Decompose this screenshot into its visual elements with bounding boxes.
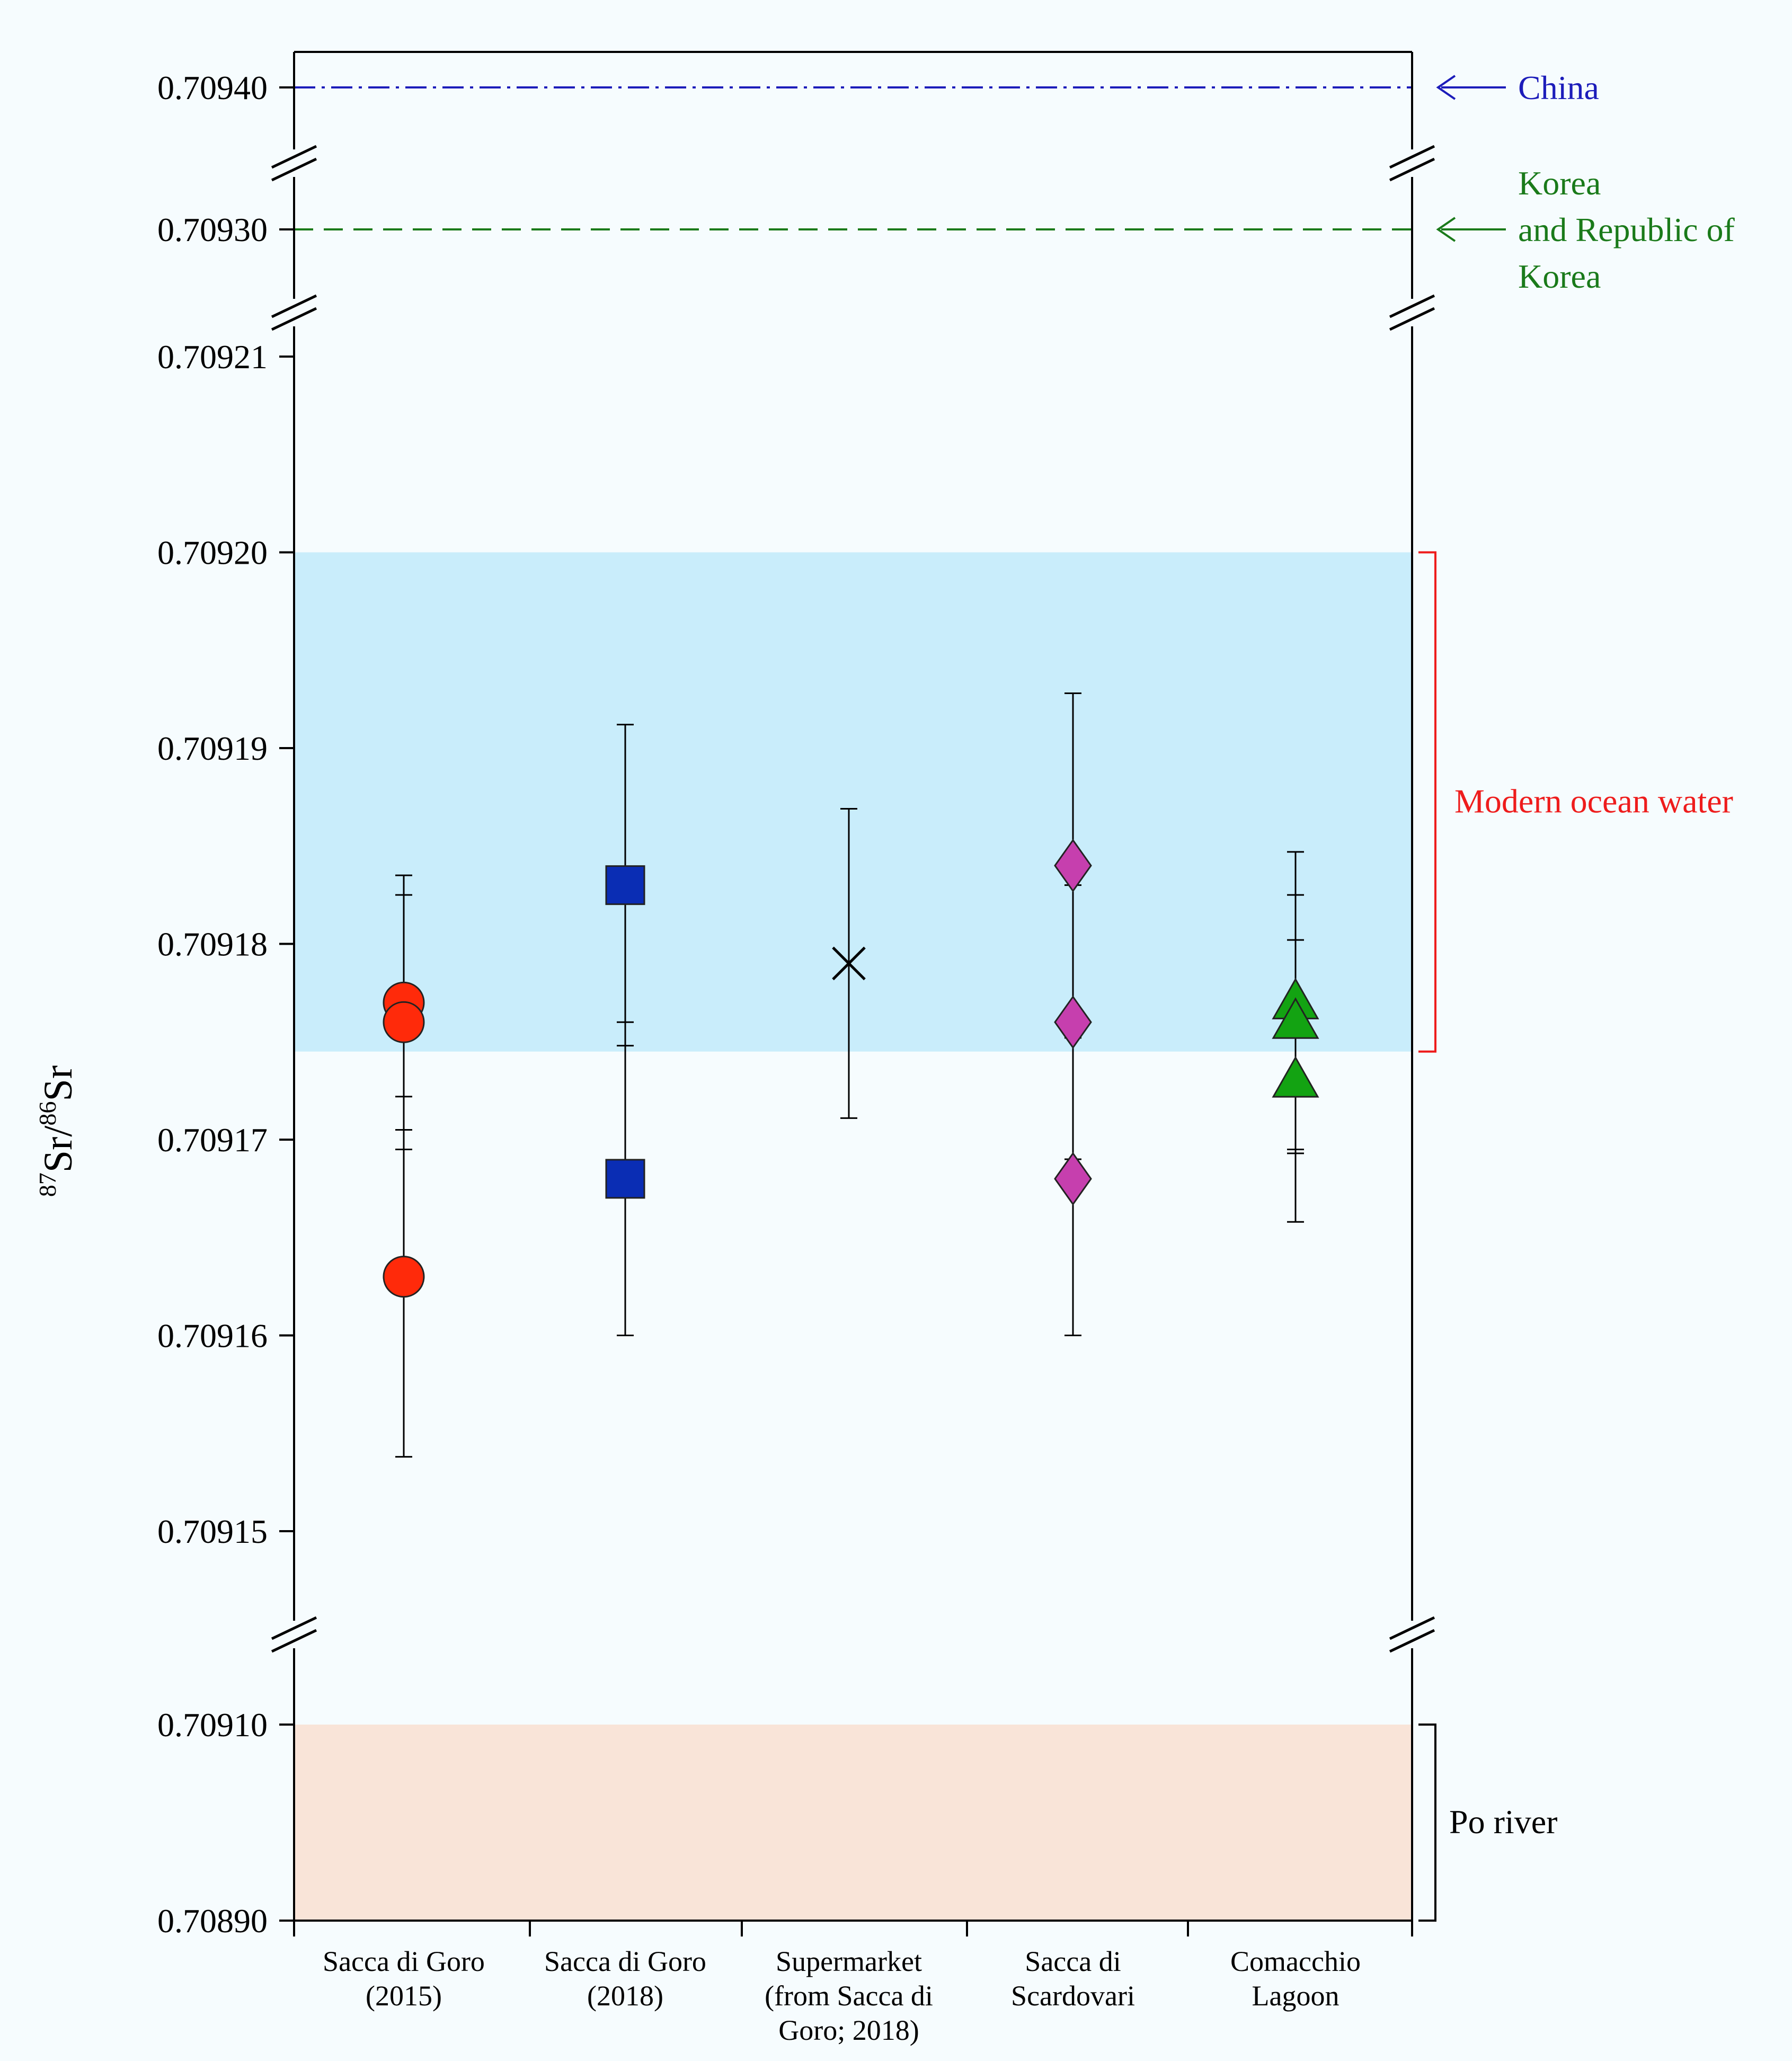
y-tick-label: 0.70920: [157, 534, 268, 572]
axis-break-mark: [271, 145, 317, 169]
data-point-triangle: [1272, 1056, 1319, 1098]
y-tick-label: 0.70930: [157, 211, 268, 248]
y-tick-label: 0.70910: [157, 1706, 268, 1744]
data-point-diamond: [1054, 995, 1092, 1049]
y-tick-label: 0.70921: [157, 338, 268, 376]
band-modern-ocean-water-bracket: [1418, 551, 1436, 1053]
y-axis-label-base2: Sr: [36, 1065, 81, 1101]
bands-layer: [294, 552, 1412, 1921]
x-category-label: Sacca di: [1025, 1945, 1121, 1977]
axis-break-mark: [271, 294, 317, 318]
y-tick-label: 0.70917: [157, 1121, 268, 1159]
axis-break-mark: [271, 307, 317, 331]
reference-lines-layer: [294, 75, 1506, 242]
y-tick-label: 0.70916: [157, 1317, 268, 1355]
y-axis-label-sup2: 86: [34, 1101, 61, 1125]
band-modern-ocean-water-label: Modern ocean water: [1454, 783, 1733, 820]
axis-break-mark: [271, 157, 317, 182]
band-po-river-bracket: [1418, 1724, 1436, 1922]
y-tick-label: 0.70890: [157, 1902, 268, 1940]
band-po-river: [294, 1725, 1412, 1921]
refline-korea-label-line: Korea: [1518, 257, 1601, 295]
axis-break-mark: [1389, 145, 1435, 169]
x-category-label: Comacchio: [1230, 1945, 1361, 1977]
axis-break-mark: [271, 1629, 317, 1653]
x-category-label: Lagoon: [1252, 1980, 1339, 2012]
axis-break-mark: [1389, 157, 1435, 182]
refline-china-label-line: China: [1518, 69, 1599, 106]
x-category-label: (2018): [587, 1980, 663, 2012]
data-point-diamond: [1054, 1152, 1092, 1206]
axis-break-mark: [1389, 294, 1435, 318]
axis-break-mark: [1389, 1616, 1435, 1640]
refline-korea-label-line: and Republic of: [1518, 211, 1735, 248]
refline-korea-arrow-head: [1436, 217, 1456, 242]
data-point-square: [605, 865, 645, 905]
x-category-label: (2015): [366, 1980, 442, 2012]
x-category-label: (from Sacca di: [765, 1980, 933, 2012]
y-axis-label: 87Sr/86Sr: [34, 1065, 81, 1197]
y-tick-label: 0.70915: [157, 1513, 268, 1550]
data-point-x: [832, 946, 866, 981]
axis-break-mark: [1389, 307, 1435, 331]
data-point-circle: [383, 1001, 425, 1043]
band-po-river-label: Po river: [1449, 1803, 1557, 1841]
y-tick-label: 0.70940: [157, 69, 268, 106]
y-tick-label: 0.70919: [157, 730, 268, 767]
refline-china-arrow-head: [1436, 75, 1456, 100]
data-point-circle: [383, 1256, 425, 1298]
band-modern-ocean-water: [294, 552, 1412, 1052]
y-tick-label: 0.70918: [157, 926, 268, 963]
markers-layer: [383, 839, 1319, 1298]
refline-korea-label-line: Korea: [1518, 164, 1601, 202]
data-point-triangle: [1272, 997, 1319, 1039]
axis-break-mark: [271, 1616, 317, 1640]
x-category-label: Sacca di Goro: [544, 1945, 706, 1977]
x-category-label: Goro; 2018): [778, 2014, 919, 2046]
x-category-label: Scardovari: [1011, 1980, 1135, 2012]
y-axis-label-sup1: 87: [34, 1172, 61, 1197]
x-category-label: Supermarket: [776, 1945, 922, 1977]
data-point-diamond: [1054, 839, 1092, 893]
axes-layer: [271, 51, 1436, 1936]
axis-break-mark: [1389, 1629, 1435, 1653]
y-axis-label-base1: Sr/: [36, 1125, 81, 1173]
data-point-square: [605, 1159, 645, 1199]
x-category-label: Sacca di Goro: [323, 1945, 485, 1977]
